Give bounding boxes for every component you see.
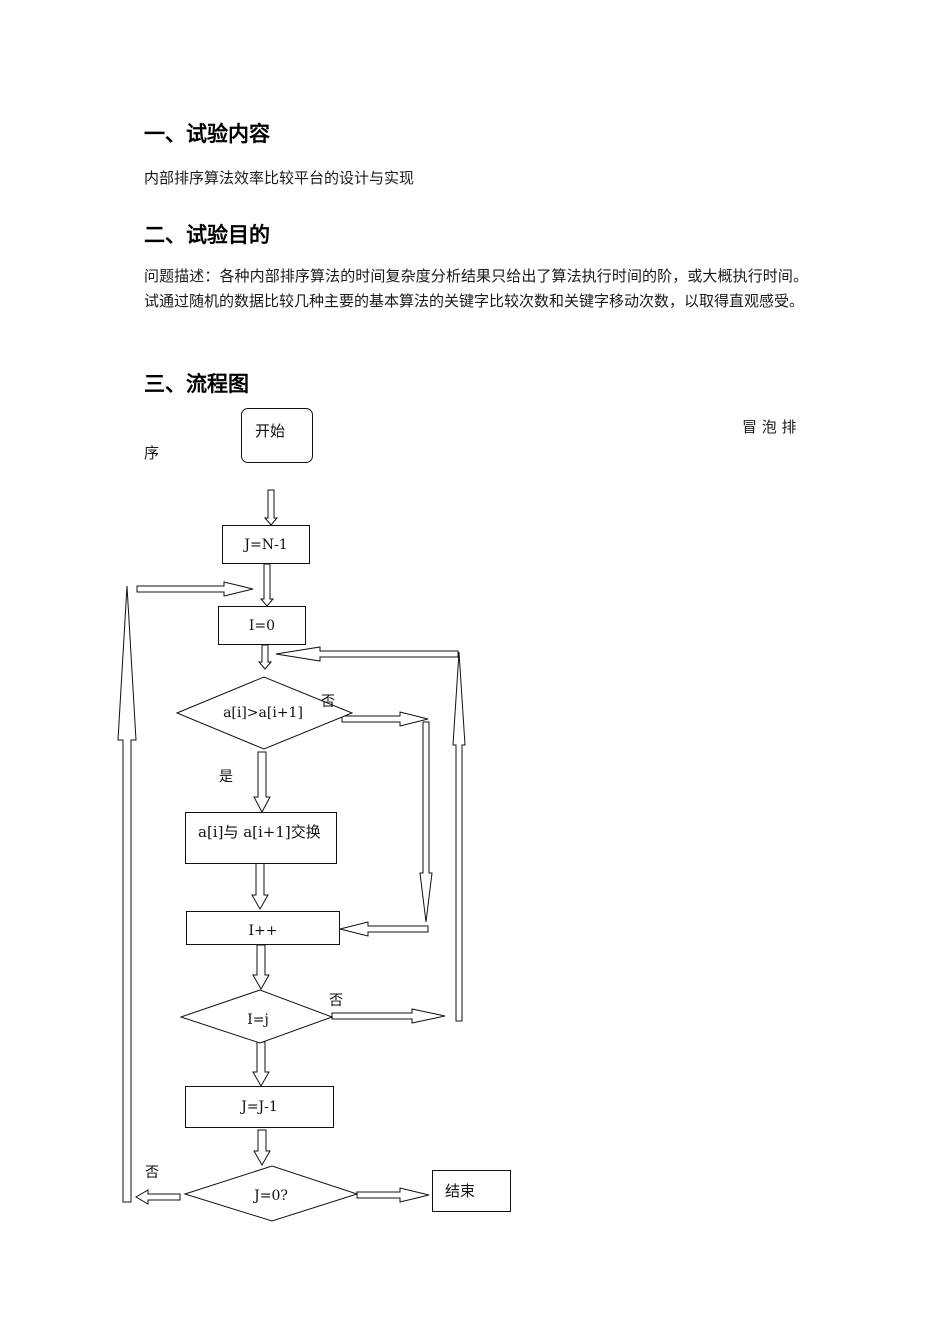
label-compare-yes: 是 xyxy=(219,769,233,785)
label-compare-no: 否 xyxy=(321,694,335,710)
flowchart-caption-part2: 序 xyxy=(144,444,160,462)
arrow-compare-yes xyxy=(253,751,271,814)
arrow-swap-to-inc xyxy=(251,861,269,911)
section-body-purpose: 问题描述：各种内部排序算法的时间复杂度分析结果只给出了算法执行时间的阶，或大概执… xyxy=(144,267,808,310)
node-dec-j: J=J-1 xyxy=(185,1086,334,1128)
arrow-outer-loop-up xyxy=(117,585,137,1203)
diamond-compare-label: a[i]>a[i+1] xyxy=(223,705,303,721)
node-inc-i: I++ xyxy=(186,911,340,945)
arrow-check-j0-no xyxy=(135,1189,181,1205)
arrow-check-j0-to-end xyxy=(356,1187,430,1203)
arrow-init-i-to-compare xyxy=(257,644,273,670)
arrow-check-to-dec-j xyxy=(252,1041,270,1088)
node-init-i: I=0 xyxy=(218,606,306,645)
label-check-j0-no: 否 xyxy=(145,1165,159,1181)
node-swap: a[i]与 a[i+1]交换 xyxy=(185,812,337,864)
section-heading-purpose: 二、试验目的 xyxy=(144,223,270,247)
arrow-inner-loop-return xyxy=(275,646,459,662)
arrow-dec-j-to-check-j0 xyxy=(253,1129,271,1167)
node-start: 开始 xyxy=(241,408,313,463)
diamond-check-ij-label: I=j xyxy=(247,1012,269,1028)
arrow-check-ij-no xyxy=(331,1008,446,1024)
arrow-into-inc-i xyxy=(339,921,429,937)
diamond-check-ij xyxy=(179,989,334,1044)
section-heading-flowchart: 三、流程图 xyxy=(144,372,249,396)
arrow-outer-loop-entry xyxy=(136,581,254,597)
diamond-check-j0-label: J=0? xyxy=(254,1188,288,1204)
label-check-ij-no: 否 xyxy=(329,993,343,1009)
arrow-init-j-to-init-i xyxy=(259,563,275,607)
flowchart-caption-part1: 冒 泡 排 xyxy=(742,418,797,436)
node-end: 结束 xyxy=(432,1170,511,1212)
section-body-content: 内部排序算法效率比较平台的设计与实现 xyxy=(144,169,415,187)
node-init-j: J=N-1 xyxy=(222,525,310,564)
diamond-compare xyxy=(175,676,354,750)
arrow-no-down-to-inc xyxy=(419,721,433,923)
arrow-inc-to-check xyxy=(252,944,270,991)
diamond-check-j0 xyxy=(183,1165,359,1222)
arrow-compare-no xyxy=(341,711,429,727)
section-heading-content: 一、试验内容 xyxy=(144,122,270,146)
arrow-start-to-init-j xyxy=(263,489,279,526)
arrow-inner-loop-up xyxy=(452,651,466,1022)
